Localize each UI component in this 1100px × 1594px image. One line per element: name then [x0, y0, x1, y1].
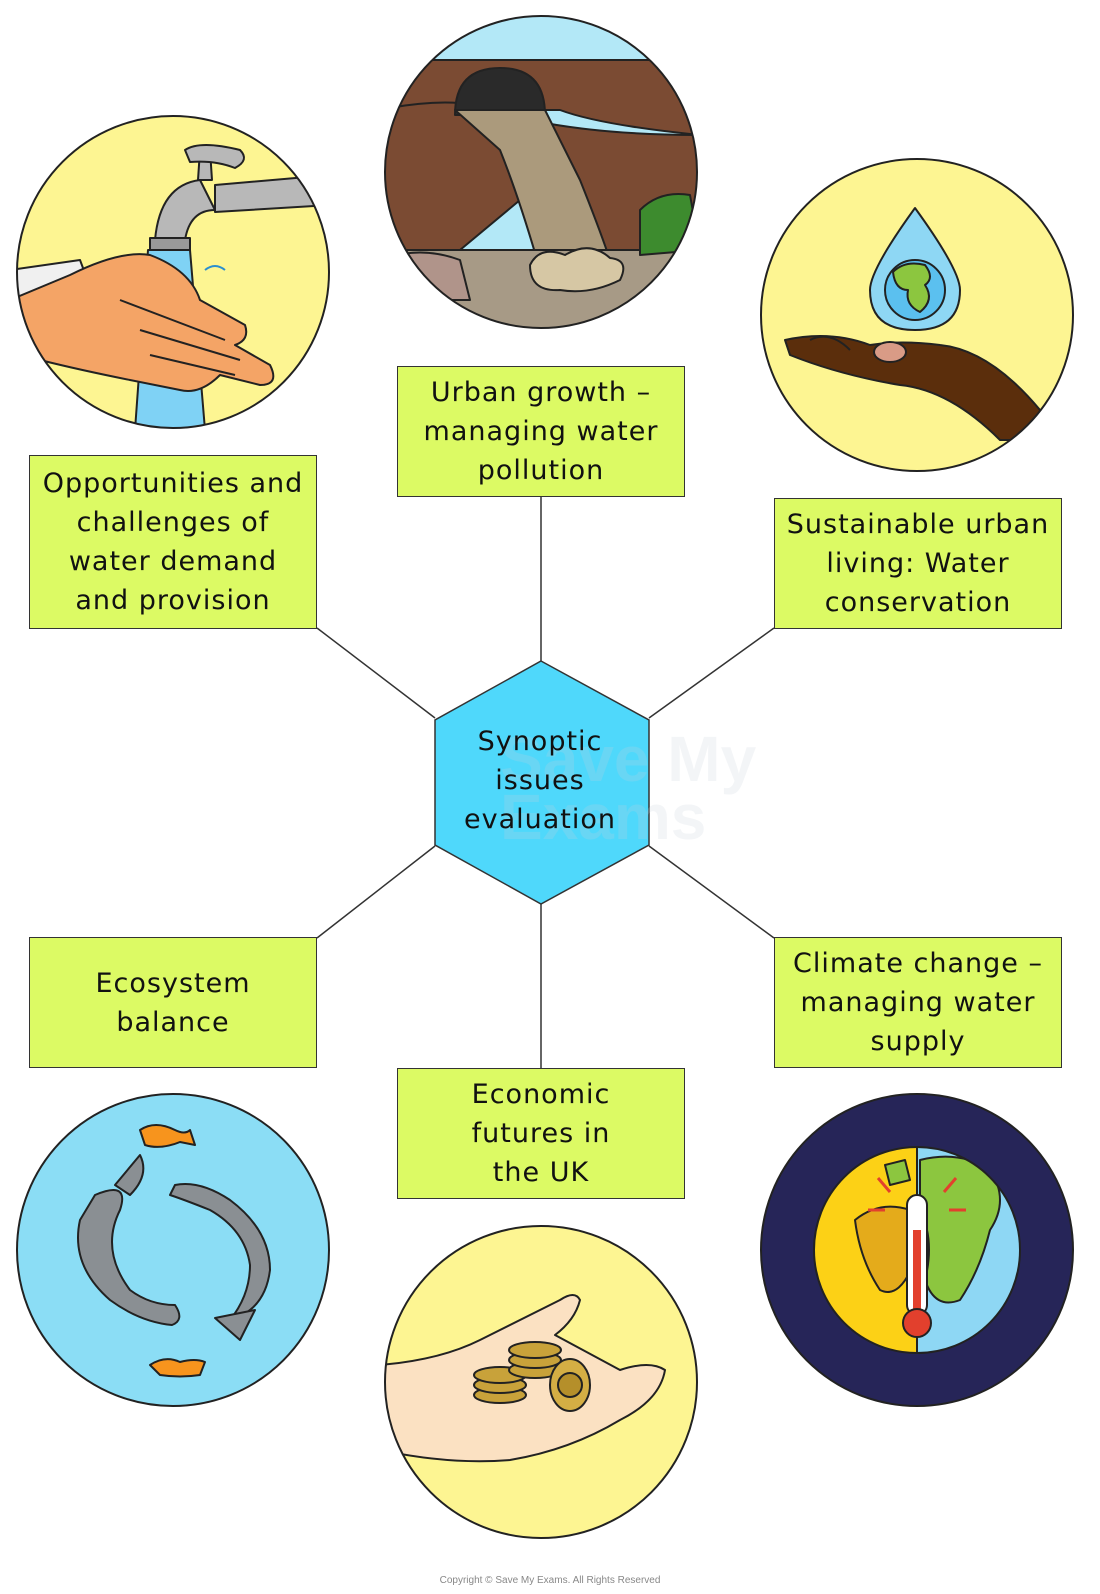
connector-top-left — [316, 627, 436, 719]
connector-bottom-right — [648, 845, 775, 939]
copyright: Copyright © Save My Exams. All Rights Re… — [439, 1575, 661, 1586]
connector-bottom-left — [316, 845, 436, 939]
fish-icon — [16, 1093, 330, 1407]
topic-climate-change: Climate change – managing water supply — [774, 937, 1062, 1068]
topic-urban-growth: Urban growth – managing water pollution — [397, 366, 685, 497]
globe-thermometer-icon — [760, 1093, 1074, 1407]
connector-top-right — [648, 627, 775, 719]
watermark: Save My Exams — [500, 723, 757, 853]
topic-sustainable-living: Sustainable urban living: Water conserva… — [774, 498, 1062, 629]
coins-in-hand-icon — [384, 1225, 698, 1539]
topic-economic-futures: Economic futures in the UK — [397, 1068, 685, 1199]
earth-water-drop-hand-icon — [760, 158, 1074, 472]
connector-lines — [316, 497, 775, 1068]
center-label: Synoptic issues evaluation — [463, 726, 616, 835]
hands-washing-tap-icon — [16, 115, 330, 429]
topic-opportunities: Opportunities and challenges of water de… — [29, 455, 317, 629]
topic-ecosystem-balance: Ecosystem balance — [29, 937, 317, 1068]
sewage-outfall-icon — [384, 15, 698, 329]
center-hexagon — [434, 660, 650, 905]
